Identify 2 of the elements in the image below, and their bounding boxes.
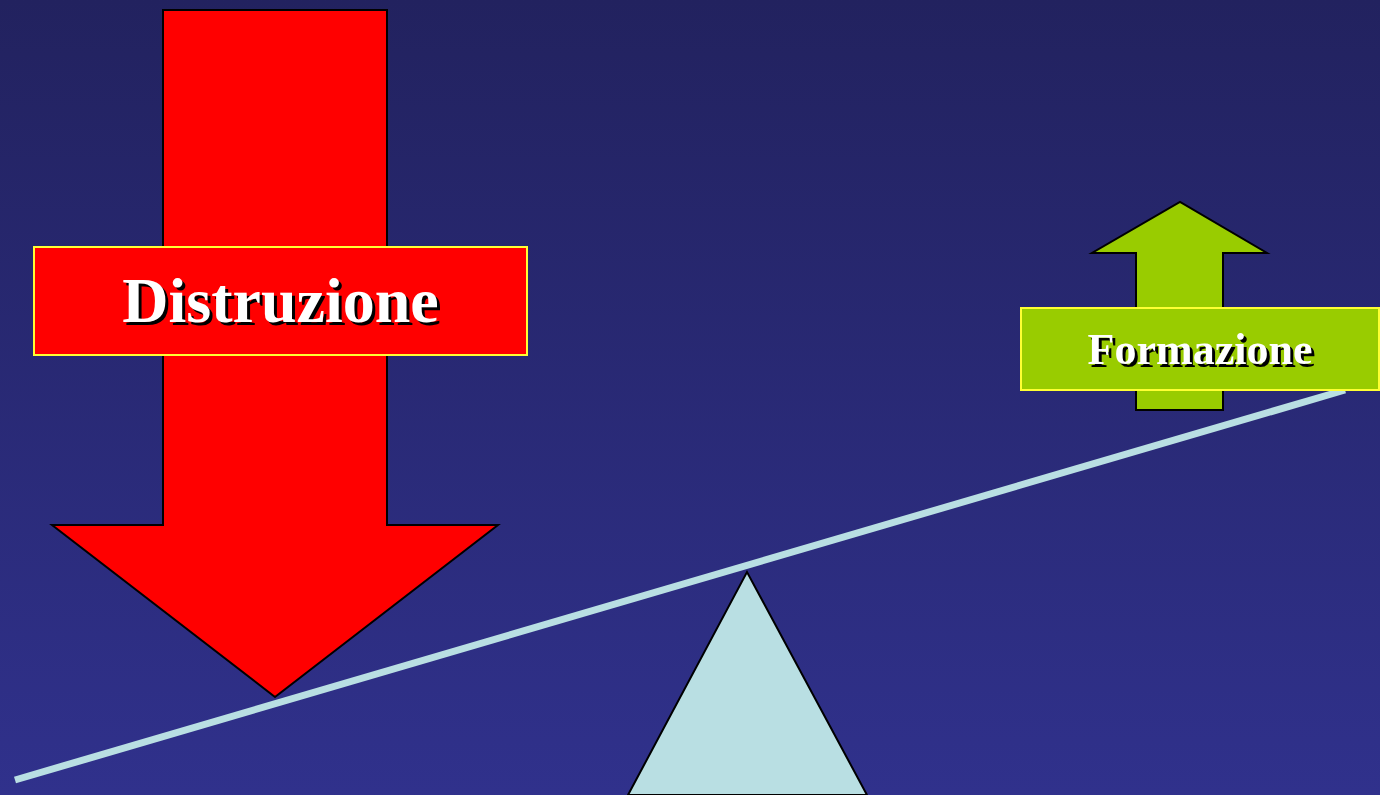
banner-label: Distruzione: [33, 246, 528, 356]
banner-label: Formazione: [1020, 307, 1380, 391]
